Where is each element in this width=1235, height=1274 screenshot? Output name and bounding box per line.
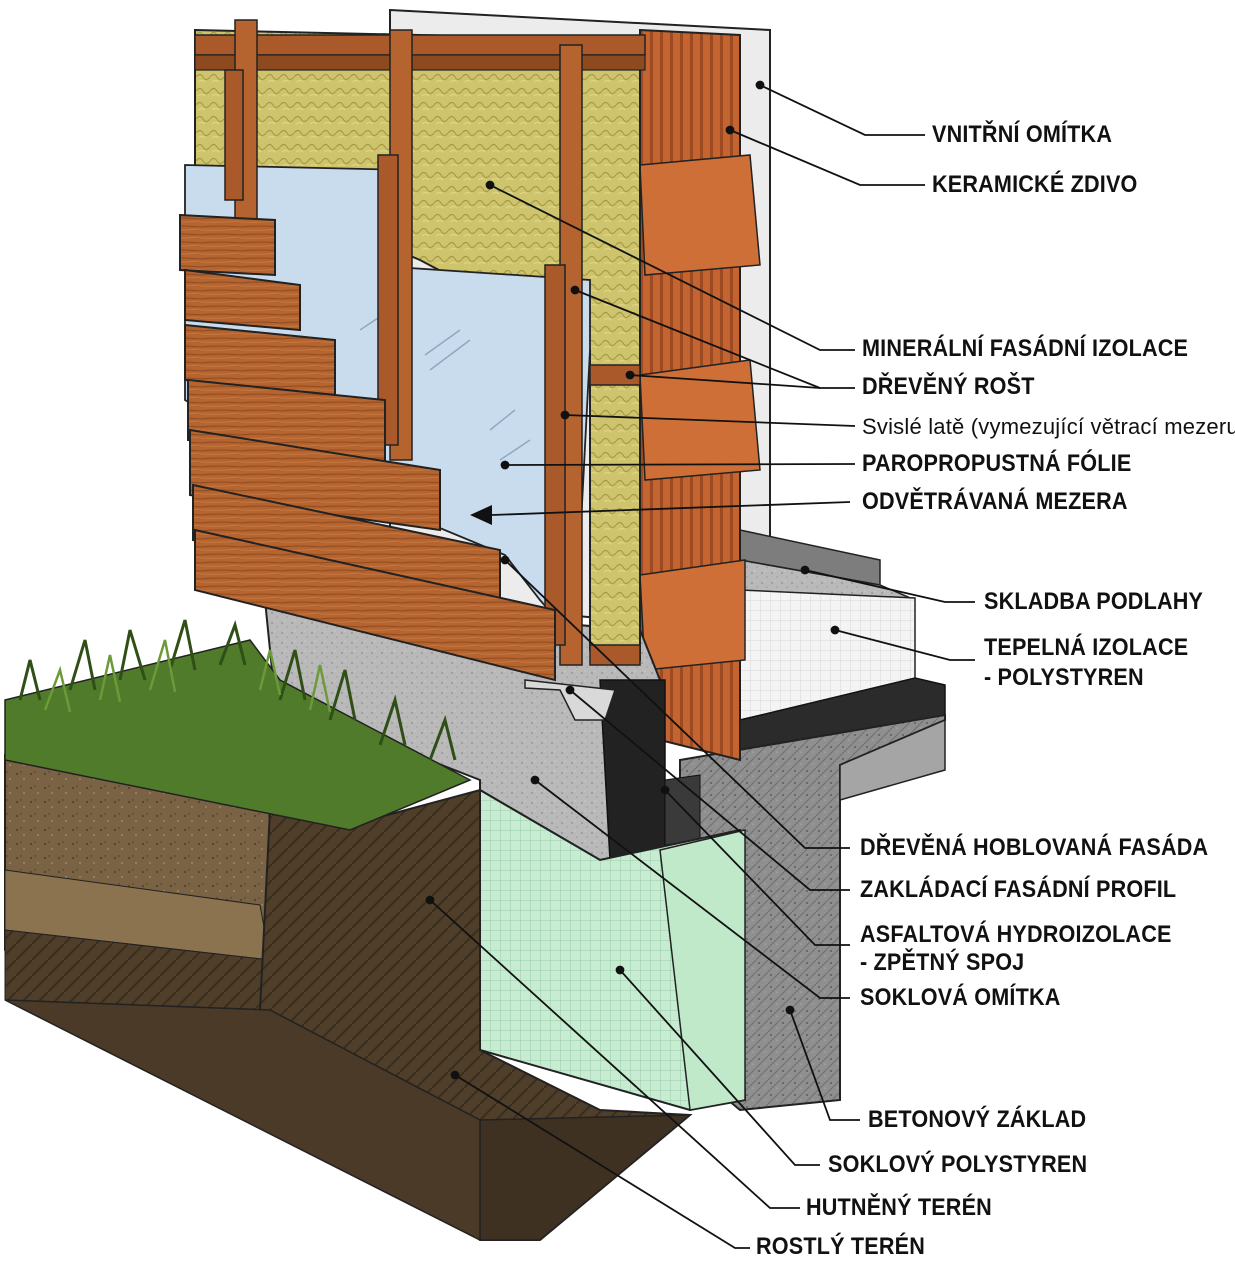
label-asfaltova-hydroizolace: ASFALTOVÁ HYDROIZOLACE [860,921,1172,948]
label-mineralni-izolace: MINERÁLNÍ FASÁDNÍ IZOLACE [862,335,1189,362]
plinth-polystyrene [479,788,747,1112]
label-odvetravana-mezera: ODVĚTRÁVANÁ MEZERA [862,488,1128,515]
label-tepelna-izolace-polystyren: - POLYSTYREN [984,664,1144,691]
label-svisle-late: Svislé latě (vymezující větrací mezeru) [862,414,1235,439]
label-drevena-fasada: DŘEVĚNÁ HOBLOVANÁ FASÁDA [860,834,1209,861]
base-profile [524,679,617,721]
label-soklova-omitka: SOKLOVÁ OMÍTKA [860,984,1061,1011]
label-hutneny-teren: HUTNĚNÝ TERÉN [806,1194,992,1221]
wooden-cladding [179,213,556,682]
label-skladba-podlahy: SKLADBA PODLAHY [984,588,1204,615]
soil-terrain [4,753,693,1242]
label-keramicke-zdivo: KERAMICKÉ ZDIVO [932,171,1138,198]
grass-layer [4,619,472,831]
label-soklovy-polystyren: SOKLOVÝ POLYSTYREN [828,1151,1088,1178]
label-rostly-teren: ROSTLÝ TERÉN [756,1233,925,1260]
ceramic-brick-wall [639,28,761,762]
label-zpetny-spoj: - ZPĚTNÝ SPOJ [860,949,1025,976]
ventilation-arrow [470,505,492,525]
label-zakladaci-profil: ZAKLÁDACÍ FASÁDNÍ PROFIL [860,876,1177,903]
leader-lines [425,80,975,1249]
label-betonovy-zaklad: BETONOVÝ ZÁKLAD [868,1106,1087,1133]
label-dreveny-rost: DŘEVĚNÝ ROŠT [862,373,1035,400]
asphalt-waterproofing [599,679,701,861]
label-paropropustna-folie: PAROPROPUSTNÁ FÓLIE [862,450,1132,477]
label-vnitrni-omitka: VNITŘNÍ OMÍTKA [932,121,1113,148]
label-tepelna-izolace: TEPELNÁ IZOLACE [984,634,1189,661]
